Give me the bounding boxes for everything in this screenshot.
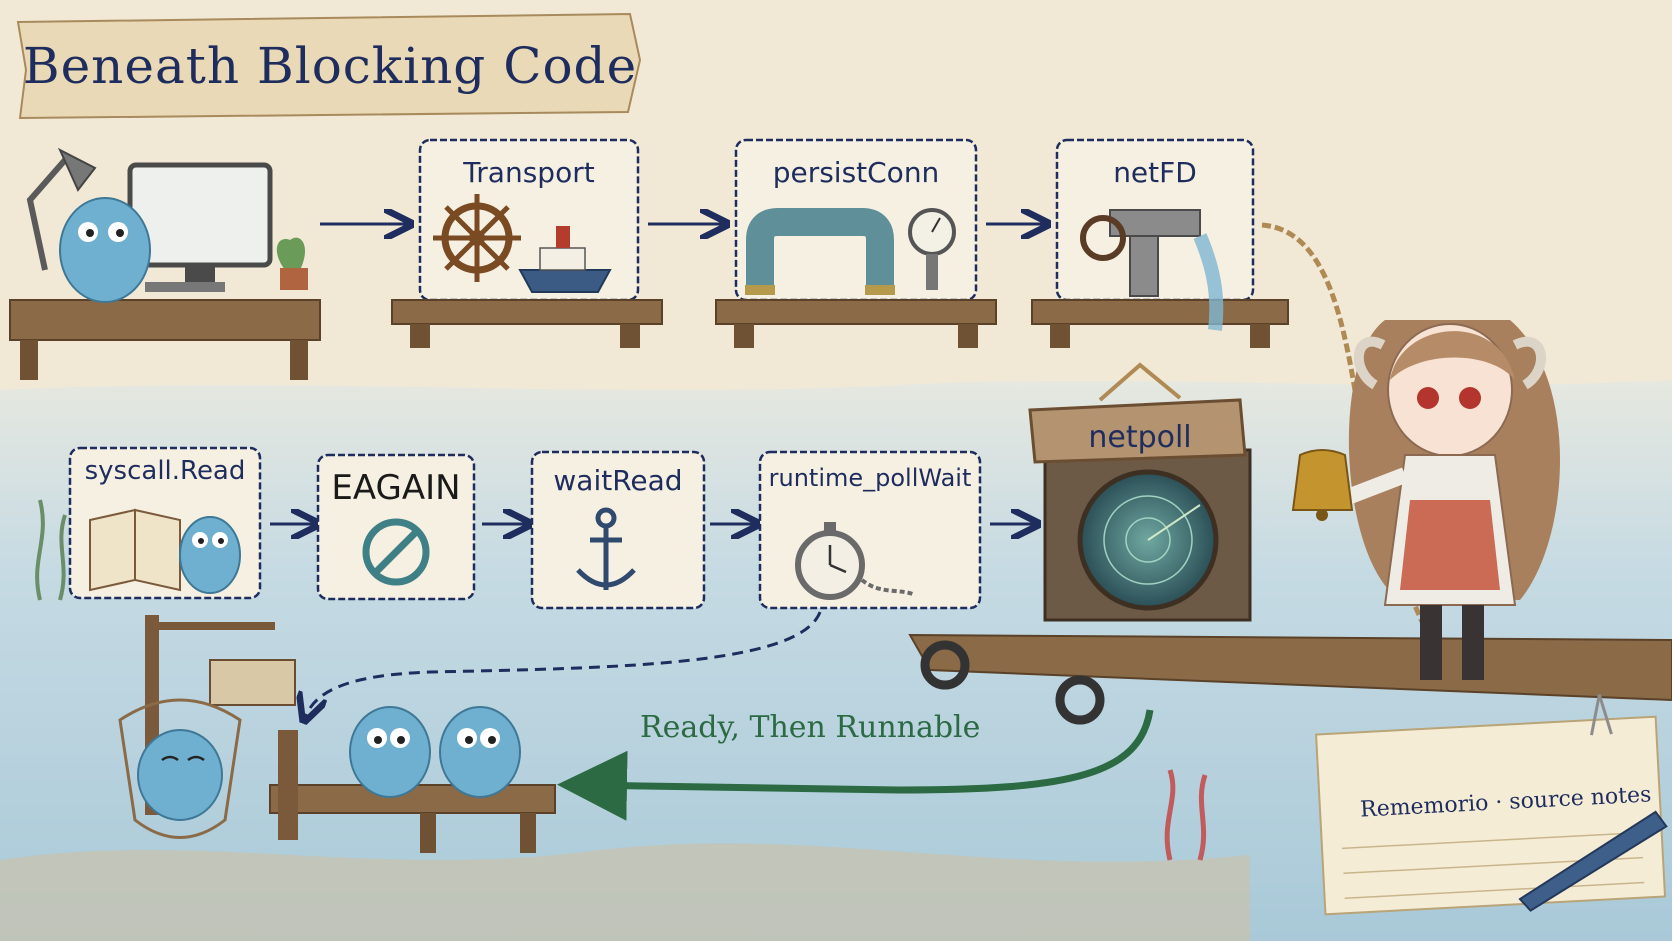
moon-sign <box>209 659 296 706</box>
waitread-box <box>530 450 706 610</box>
stopwatch-icon <box>795 522 916 600</box>
page-title: Beneath Blocking Code <box>22 37 638 95</box>
syscall-read-label: syscall.Read <box>84 456 246 486</box>
notes-card <box>1315 694 1668 916</box>
tire-icon <box>920 640 970 690</box>
seabed <box>0 843 1250 941</box>
transport-label: Transport <box>463 156 595 189</box>
no-entry-icon <box>362 518 430 586</box>
horned-girl <box>1291 320 1560 680</box>
eagain-label: EAGAIN <box>331 468 461 508</box>
rope <box>1261 222 1453 682</box>
waitread-label: waitRead <box>553 464 683 497</box>
netfd-label: netFD <box>1113 156 1197 189</box>
title-banner-text-holder: Beneath Blocking Code <box>16 16 644 116</box>
ready-label: Ready, Then Runnable <box>640 710 981 745</box>
pencil-icon <box>1518 810 1668 912</box>
transport-box <box>391 138 663 348</box>
eagain-box <box>316 453 476 601</box>
netpoll-sign <box>1028 398 1247 464</box>
gopher-at-desk <box>9 147 321 380</box>
paperclip-icon <box>1589 694 1613 736</box>
ship-wheel-icon <box>433 194 521 282</box>
gopher-reading <box>179 516 241 594</box>
pollwait-label: runtime_pollWait <box>768 464 972 492</box>
netpoll-label: netpoll <box>1088 420 1192 455</box>
arrow-pollwait-to-parked <box>305 611 822 718</box>
seaweed-left <box>35 499 67 601</box>
arrow-ready <box>557 709 1154 821</box>
netfd-box <box>1031 138 1289 348</box>
sleeping-gopher-net <box>118 615 296 839</box>
title-banner <box>16 12 642 120</box>
book-icon <box>89 508 181 592</box>
bell-icon <box>1291 449 1354 521</box>
gauge-icon <box>908 208 956 290</box>
tire-icon-2 <box>1055 675 1105 725</box>
pollwait-box <box>758 450 982 610</box>
pipe-icon <box>745 208 895 295</box>
waiting-gophers-dock <box>269 706 556 853</box>
coral-right <box>1164 769 1208 861</box>
anchor-icon <box>576 507 636 590</box>
syscall-read-box <box>68 446 262 600</box>
persistconn-box <box>715 138 997 348</box>
ship-icon <box>518 226 612 293</box>
valve-icon <box>1080 209 1224 331</box>
persistconn-label: persistConn <box>772 156 940 189</box>
